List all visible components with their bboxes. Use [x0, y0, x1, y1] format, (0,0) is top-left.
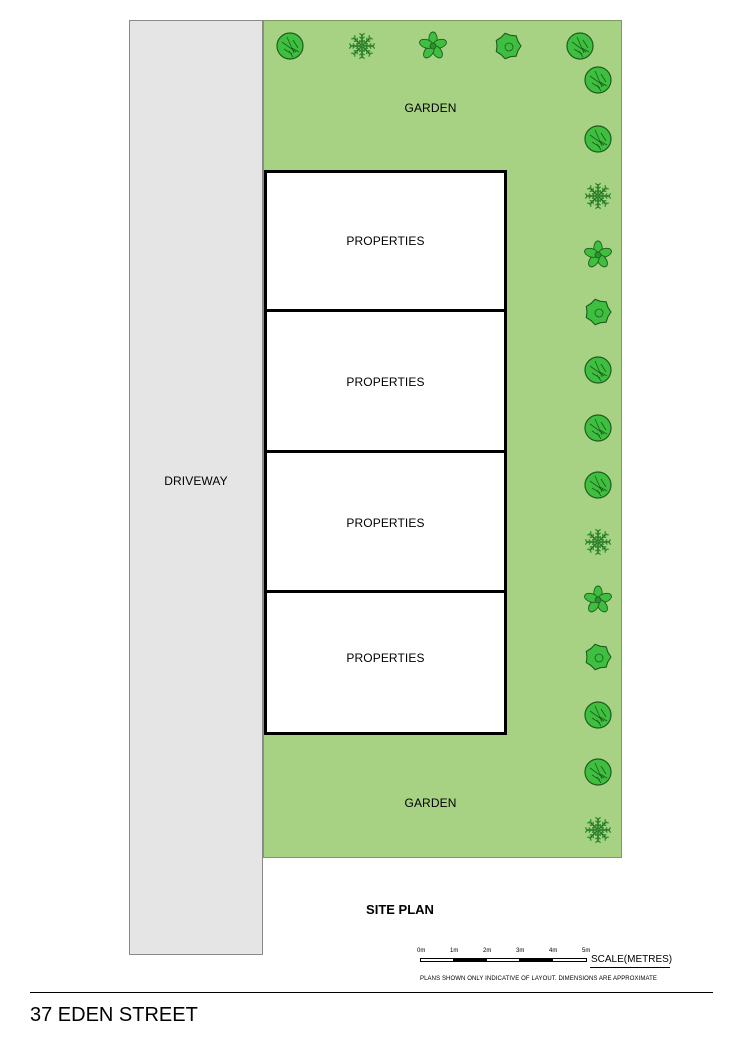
- driveway-label: DRIVEWAY: [164, 474, 228, 488]
- scale-segment: [420, 958, 454, 962]
- property-label-4: PROPERTIES: [346, 651, 425, 665]
- star-tree-icon: [419, 31, 447, 59]
- round-tree-icon: [276, 32, 304, 60]
- round-tree-icon: [566, 32, 594, 60]
- star-tree-icon: [584, 240, 612, 268]
- scale-segment: [552, 958, 587, 962]
- property-label-1: PROPERTIES: [346, 234, 425, 248]
- bush-tree-icon: [495, 32, 522, 60]
- garden-bottom-label: GARDEN: [404, 796, 457, 810]
- star-tree-icon: [584, 585, 612, 613]
- round-tree-icon: [584, 66, 612, 94]
- round-tree-icon: [584, 414, 612, 442]
- scale-tick-label: 0m: [417, 948, 426, 954]
- site-plan-title: SITE PLAN: [366, 902, 434, 917]
- driveway-area: [129, 20, 263, 955]
- scale-underline: [590, 967, 670, 968]
- scale-tick-label: 3m: [516, 948, 525, 954]
- property-divider: [267, 450, 504, 453]
- scale-note: PLANS SHOWN ONLY INDICATIVE OF LAYOUT. D…: [420, 976, 657, 982]
- scale-tick-label: 1m: [450, 948, 459, 954]
- round-tree-icon: [584, 471, 612, 499]
- bush-tree-icon: [585, 643, 612, 671]
- garden-top-label: GARDEN: [404, 101, 457, 115]
- round-tree-icon: [584, 125, 612, 153]
- fern-tree-icon: [584, 182, 612, 210]
- scale-segment: [486, 958, 520, 962]
- property-label-3: PROPERTIES: [346, 516, 425, 530]
- title-rule: [30, 992, 713, 993]
- property-divider: [267, 309, 504, 312]
- scale-tick-label: 4m: [549, 948, 558, 954]
- street-address: 37 EDEN STREET: [30, 1004, 198, 1026]
- fern-tree-icon: [584, 816, 612, 844]
- scale-segment: [519, 958, 553, 962]
- scale-segment: [453, 958, 487, 962]
- property-divider: [267, 590, 504, 593]
- bush-tree-icon: [585, 298, 612, 326]
- scale-tick-label: 5m: [582, 948, 591, 954]
- fern-tree-icon: [348, 32, 376, 60]
- scale-title: SCALE(METRES): [591, 954, 673, 965]
- round-tree-icon: [584, 701, 612, 729]
- property-label-2: PROPERTIES: [346, 375, 425, 389]
- round-tree-icon: [584, 758, 612, 786]
- round-tree-icon: [584, 356, 612, 384]
- scale-tick-label: 2m: [483, 948, 492, 954]
- fern-tree-icon: [584, 528, 612, 556]
